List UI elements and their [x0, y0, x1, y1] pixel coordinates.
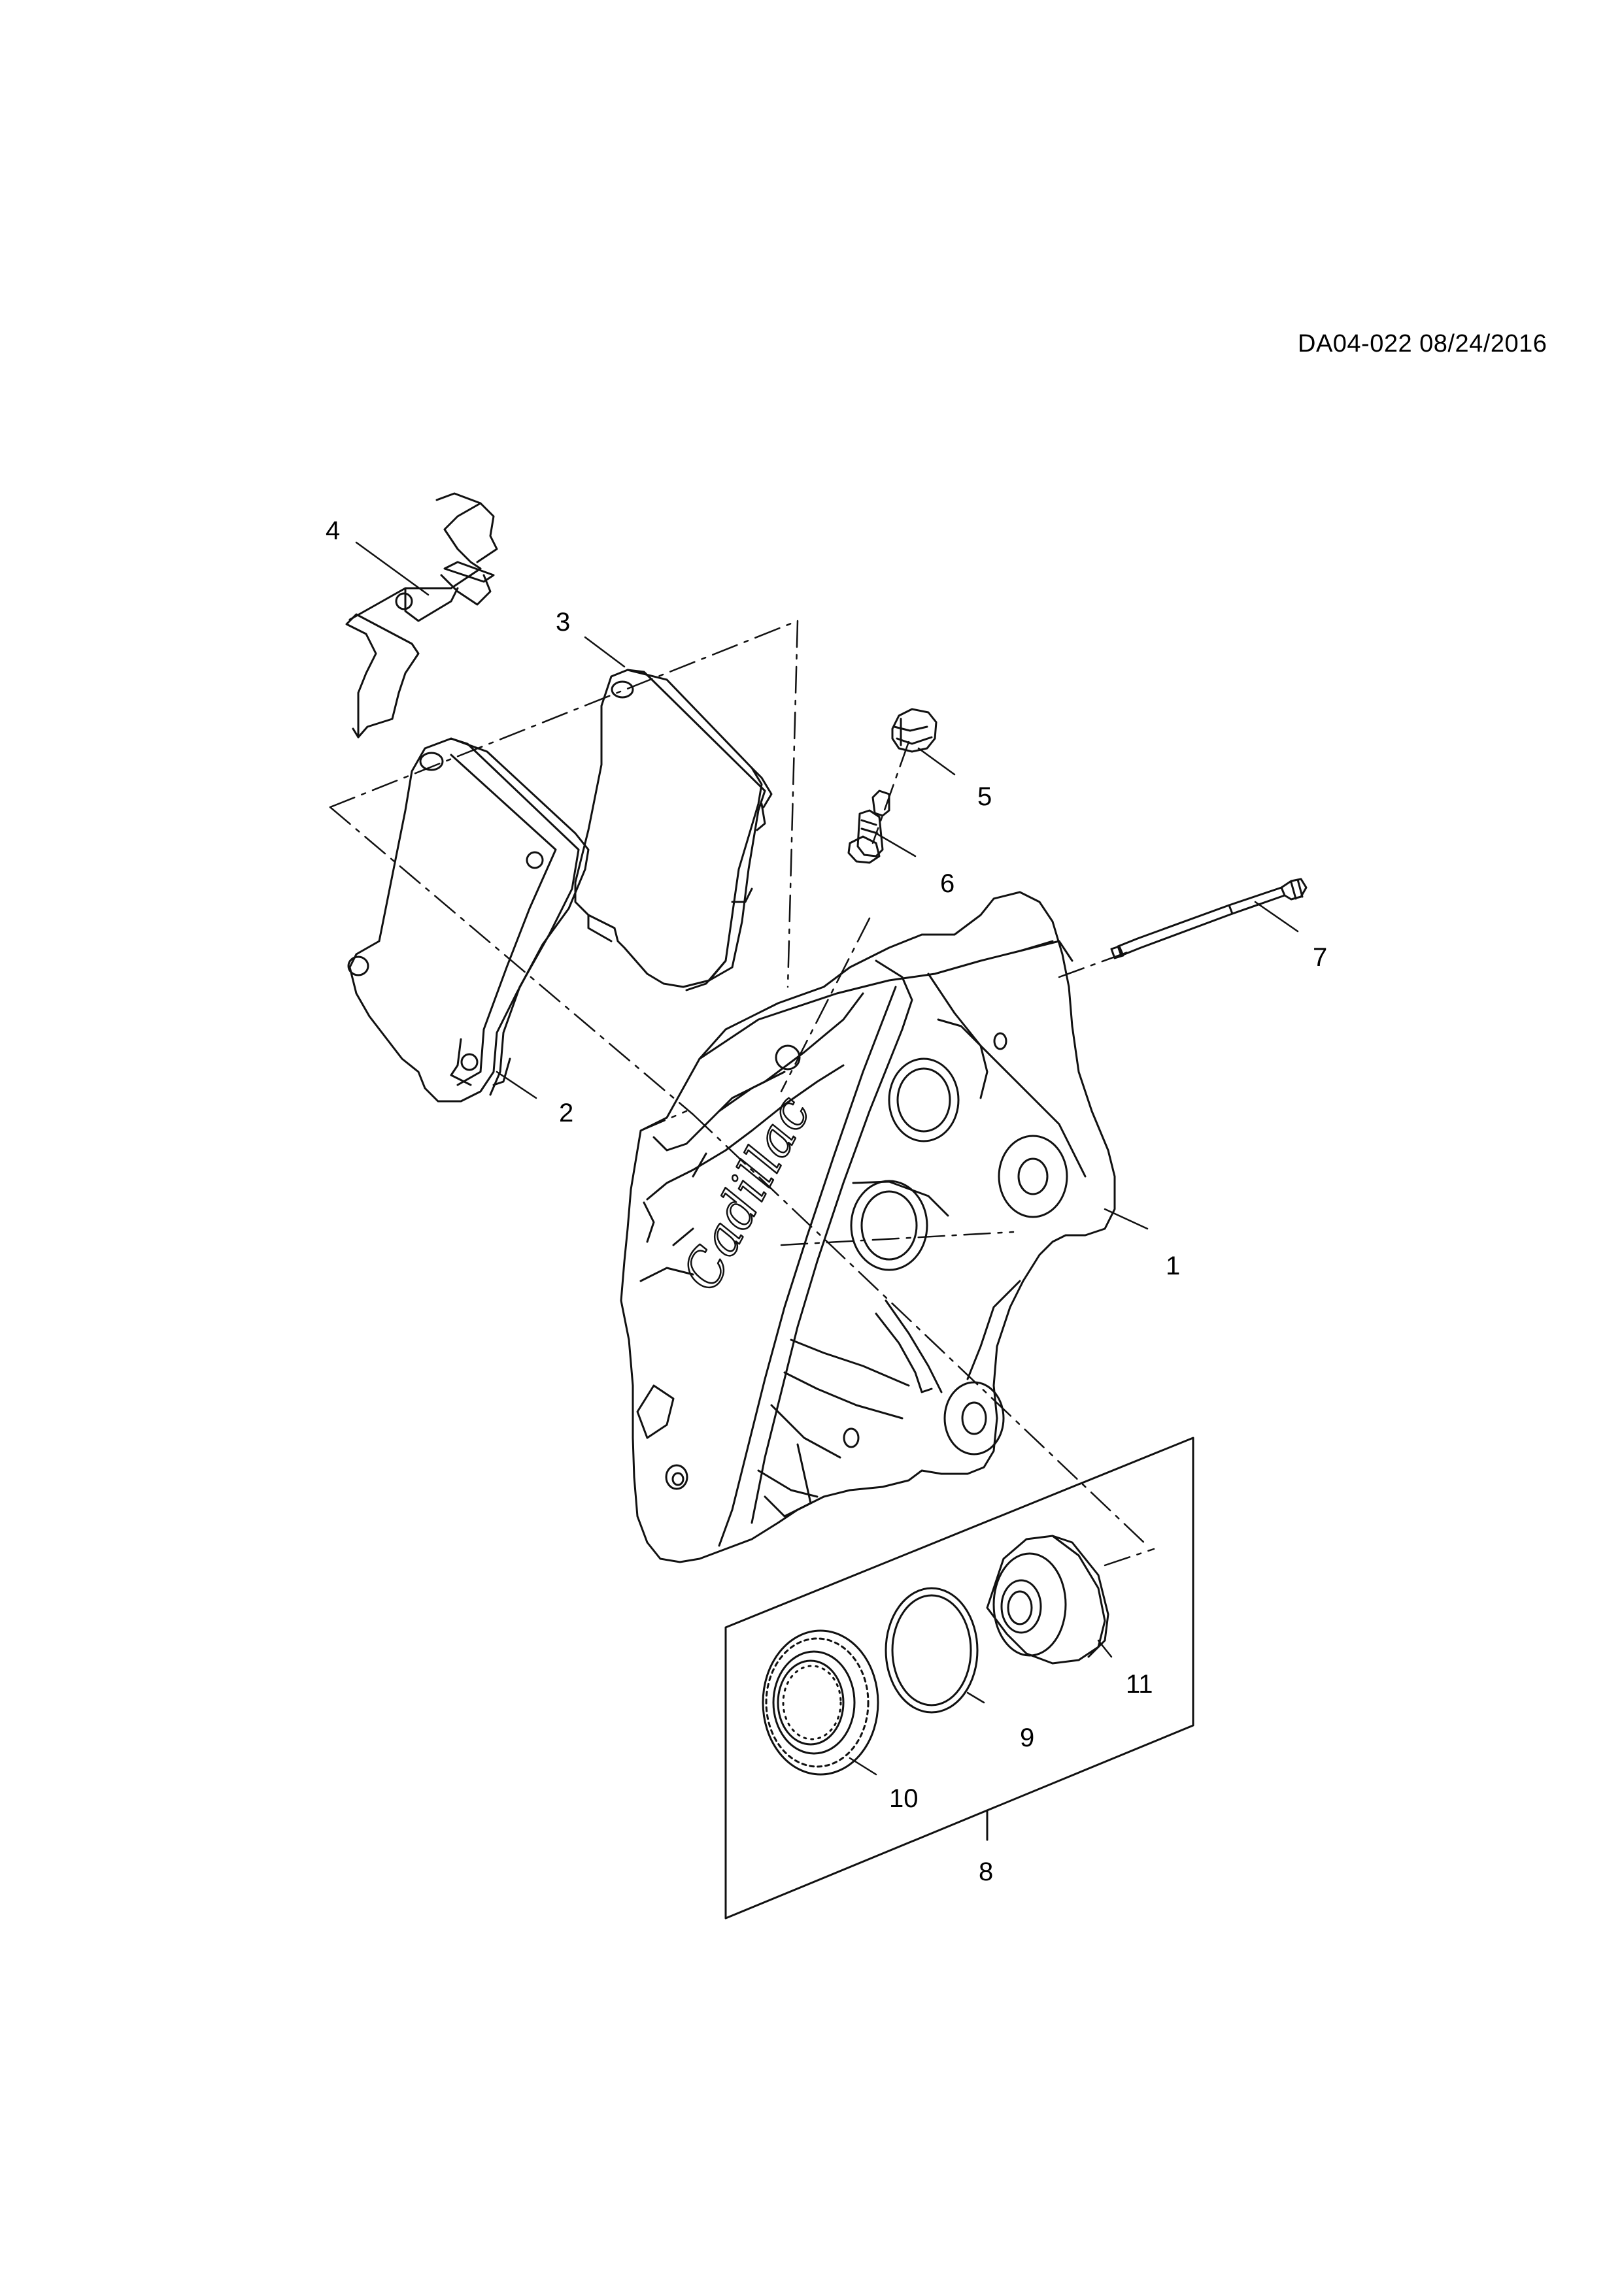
drawing-reference-code: DA04-022 08/24/2016: [1298, 330, 1547, 358]
assembly-centerlines: [329, 620, 1155, 1567]
piston-seal-ring: [885, 1587, 979, 1714]
dust-boot: [762, 1629, 879, 1776]
callout-3: 3: [556, 608, 570, 637]
callout-11: 11: [1126, 1670, 1153, 1699]
callout-10: 10: [889, 1784, 919, 1813]
pad-spring-clip: [345, 492, 498, 739]
piston: [986, 1535, 1109, 1665]
callout-1: 1: [1166, 1252, 1180, 1280]
bleeder-cap: [891, 708, 938, 753]
outer-brake-pad: [574, 669, 773, 991]
callout-numbers: 1 2 3 4 5 6 7 8 9 10 11: [326, 516, 1327, 1886]
callout-8: 8: [979, 1857, 993, 1886]
caliper-housing: Cadillac: [620, 891, 1116, 1563]
cadillac-logo-text: Cadillac: [671, 1087, 822, 1300]
bleeder-valve: [847, 790, 890, 864]
piston-seal-kit-box: [724, 1437, 1194, 1920]
callout-5: 5: [977, 782, 992, 811]
guide-pin: [1110, 878, 1308, 959]
callout-leader-lines: [355, 541, 1299, 1776]
callout-2: 2: [559, 1099, 573, 1127]
callout-6: 6: [940, 869, 955, 898]
callout-9: 9: [1020, 1723, 1034, 1752]
inner-brake-pad: [347, 737, 590, 1103]
callout-7: 7: [1313, 943, 1327, 972]
callout-4: 4: [326, 516, 340, 545]
